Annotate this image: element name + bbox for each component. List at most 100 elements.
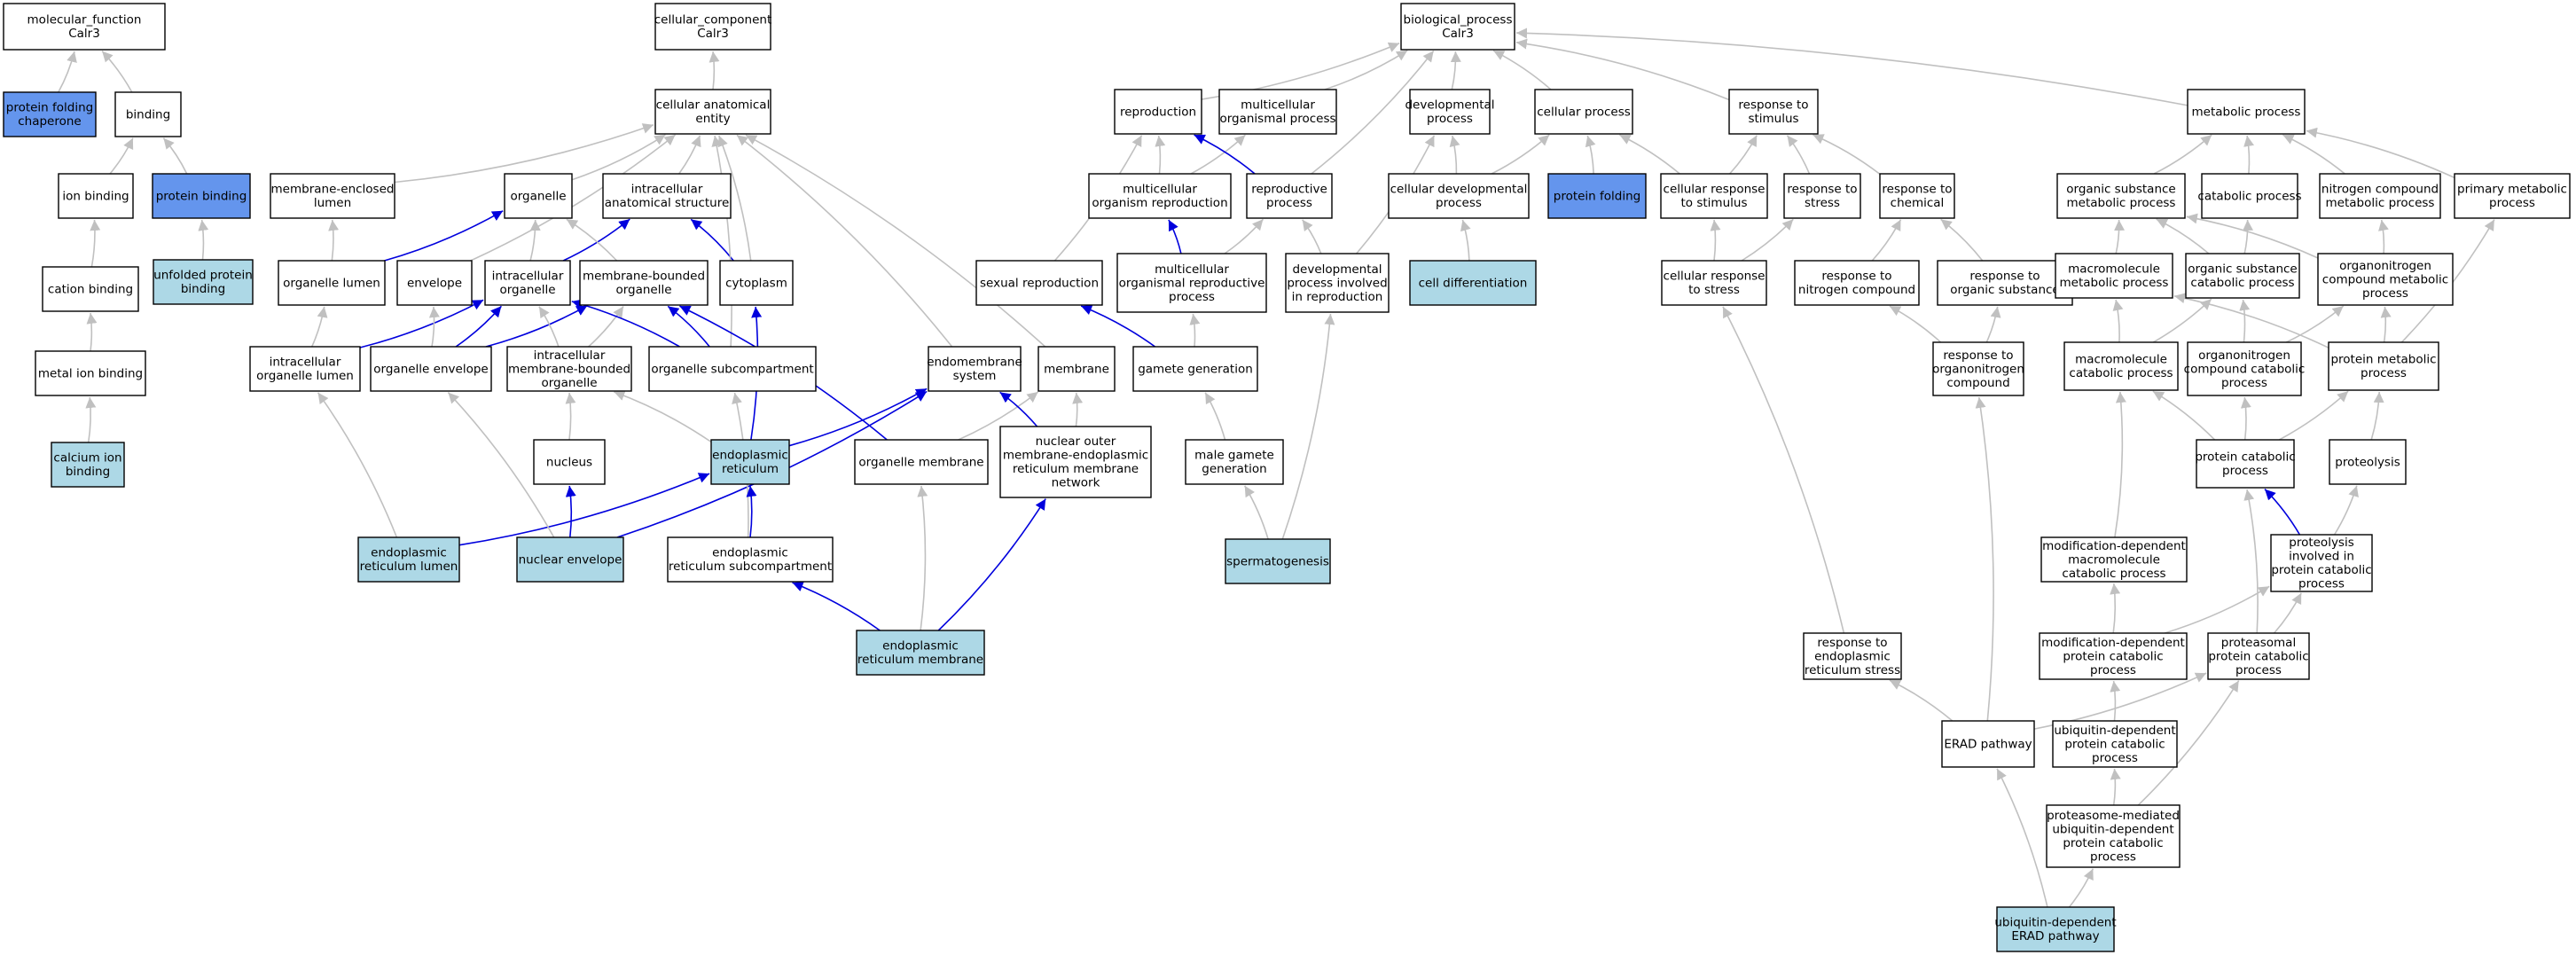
edge-rtonc-to-rtos	[1985, 306, 2001, 343]
go-term-node-proteolysis[interactable]: proteolysis	[2329, 439, 2407, 485]
node-label-line: organic substance	[1950, 283, 2059, 297]
node-box	[2454, 173, 2571, 219]
go-term-node-nucleus[interactable]: nucleus	[533, 439, 606, 485]
node-label-line: reproductive	[1251, 183, 1327, 197]
go-term-node-osub[interactable]: organelle subcompartment	[648, 346, 817, 392]
go-term-node-cytoplasm[interactable]: cytoplasm	[719, 260, 794, 306]
edge-erad-to-rtonc	[1975, 396, 1994, 722]
node-box	[999, 426, 1152, 498]
go-term-node-pmudpcp[interactable]: proteasome-mediatedubiquitin-dependentpr…	[2046, 804, 2181, 868]
node-label-line: sexual reproduction	[980, 276, 1099, 290]
go-term-node-organelle[interactable]: organelle	[504, 173, 573, 219]
node-label-line: calcium ion	[53, 451, 121, 466]
node-label-line: cellular developmental	[1390, 183, 1528, 197]
node-box	[2319, 173, 2441, 219]
go-term-node-cellp[interactable]: cellular process	[1534, 89, 1633, 135]
go-term-node-metp[interactable]: metabolic process	[2187, 89, 2306, 135]
edge-ncmp-to-metp	[2282, 134, 2345, 175]
go-term-node-nenv[interactable]: nuclear envelope	[516, 536, 624, 583]
go-term-node-repro[interactable]: reproduction	[1114, 89, 1202, 135]
go-term-node-envelope[interactable]: envelope	[396, 260, 473, 306]
node-box	[35, 350, 146, 396]
go-term-node-gamgen[interactable]: gamete generation	[1132, 346, 1258, 392]
go-term-node-pf[interactable]: protein folding	[1547, 173, 1647, 219]
go-term-node-membrane[interactable]: membrane	[1037, 346, 1116, 392]
edge-erm-to-omem	[917, 485, 928, 631]
go-term-node-omem[interactable]: organelle membrane	[854, 439, 989, 485]
go-term-node-olumen[interactable]: organelle lumen	[278, 260, 386, 306]
go-term-node-catp[interactable]: catabolic process	[2197, 173, 2302, 219]
node-label-line: cytoplasm	[725, 276, 787, 290]
go-term-node-cationb[interactable]: cation binding	[42, 266, 139, 312]
node-label-line: proteolysis	[2289, 536, 2354, 550]
go-term-node-mdmcp[interactable]: modification-dependentmacromoleculecatab…	[2040, 536, 2188, 583]
go-term-node-ionb[interactable]: ion binding	[58, 173, 134, 219]
go-term-node-erad[interactable]: ERAD pathway	[1941, 720, 2035, 768]
node-label-line: process	[2221, 376, 2267, 390]
edge-iol-to-olumen	[310, 306, 328, 348]
go-term-node-binding[interactable]: binding	[114, 91, 182, 137]
go-term-node-nomer[interactable]: nuclear outermembrane-endoplasmicreticul…	[999, 426, 1152, 498]
go-term-node-metalb[interactable]: metal ion binding	[35, 350, 146, 396]
go-term-node-oenv[interactable]: organelle envelope	[370, 346, 492, 392]
go-term-node-sperm[interactable]: spermatogenesis	[1225, 538, 1331, 584]
go-term-node-protb[interactable]: protein binding	[152, 173, 251, 219]
go-term-node-sexrep[interactable]: sexual reproduction	[975, 260, 1103, 306]
node-box	[719, 260, 794, 306]
node-label-line: organelle lumen	[283, 276, 380, 290]
node-label-line: intracellular	[534, 348, 606, 363]
go-term-node-celldiff[interactable]: cell differentiation	[1409, 260, 1537, 306]
edge-mgg-to-gamgen	[1204, 392, 1226, 441]
